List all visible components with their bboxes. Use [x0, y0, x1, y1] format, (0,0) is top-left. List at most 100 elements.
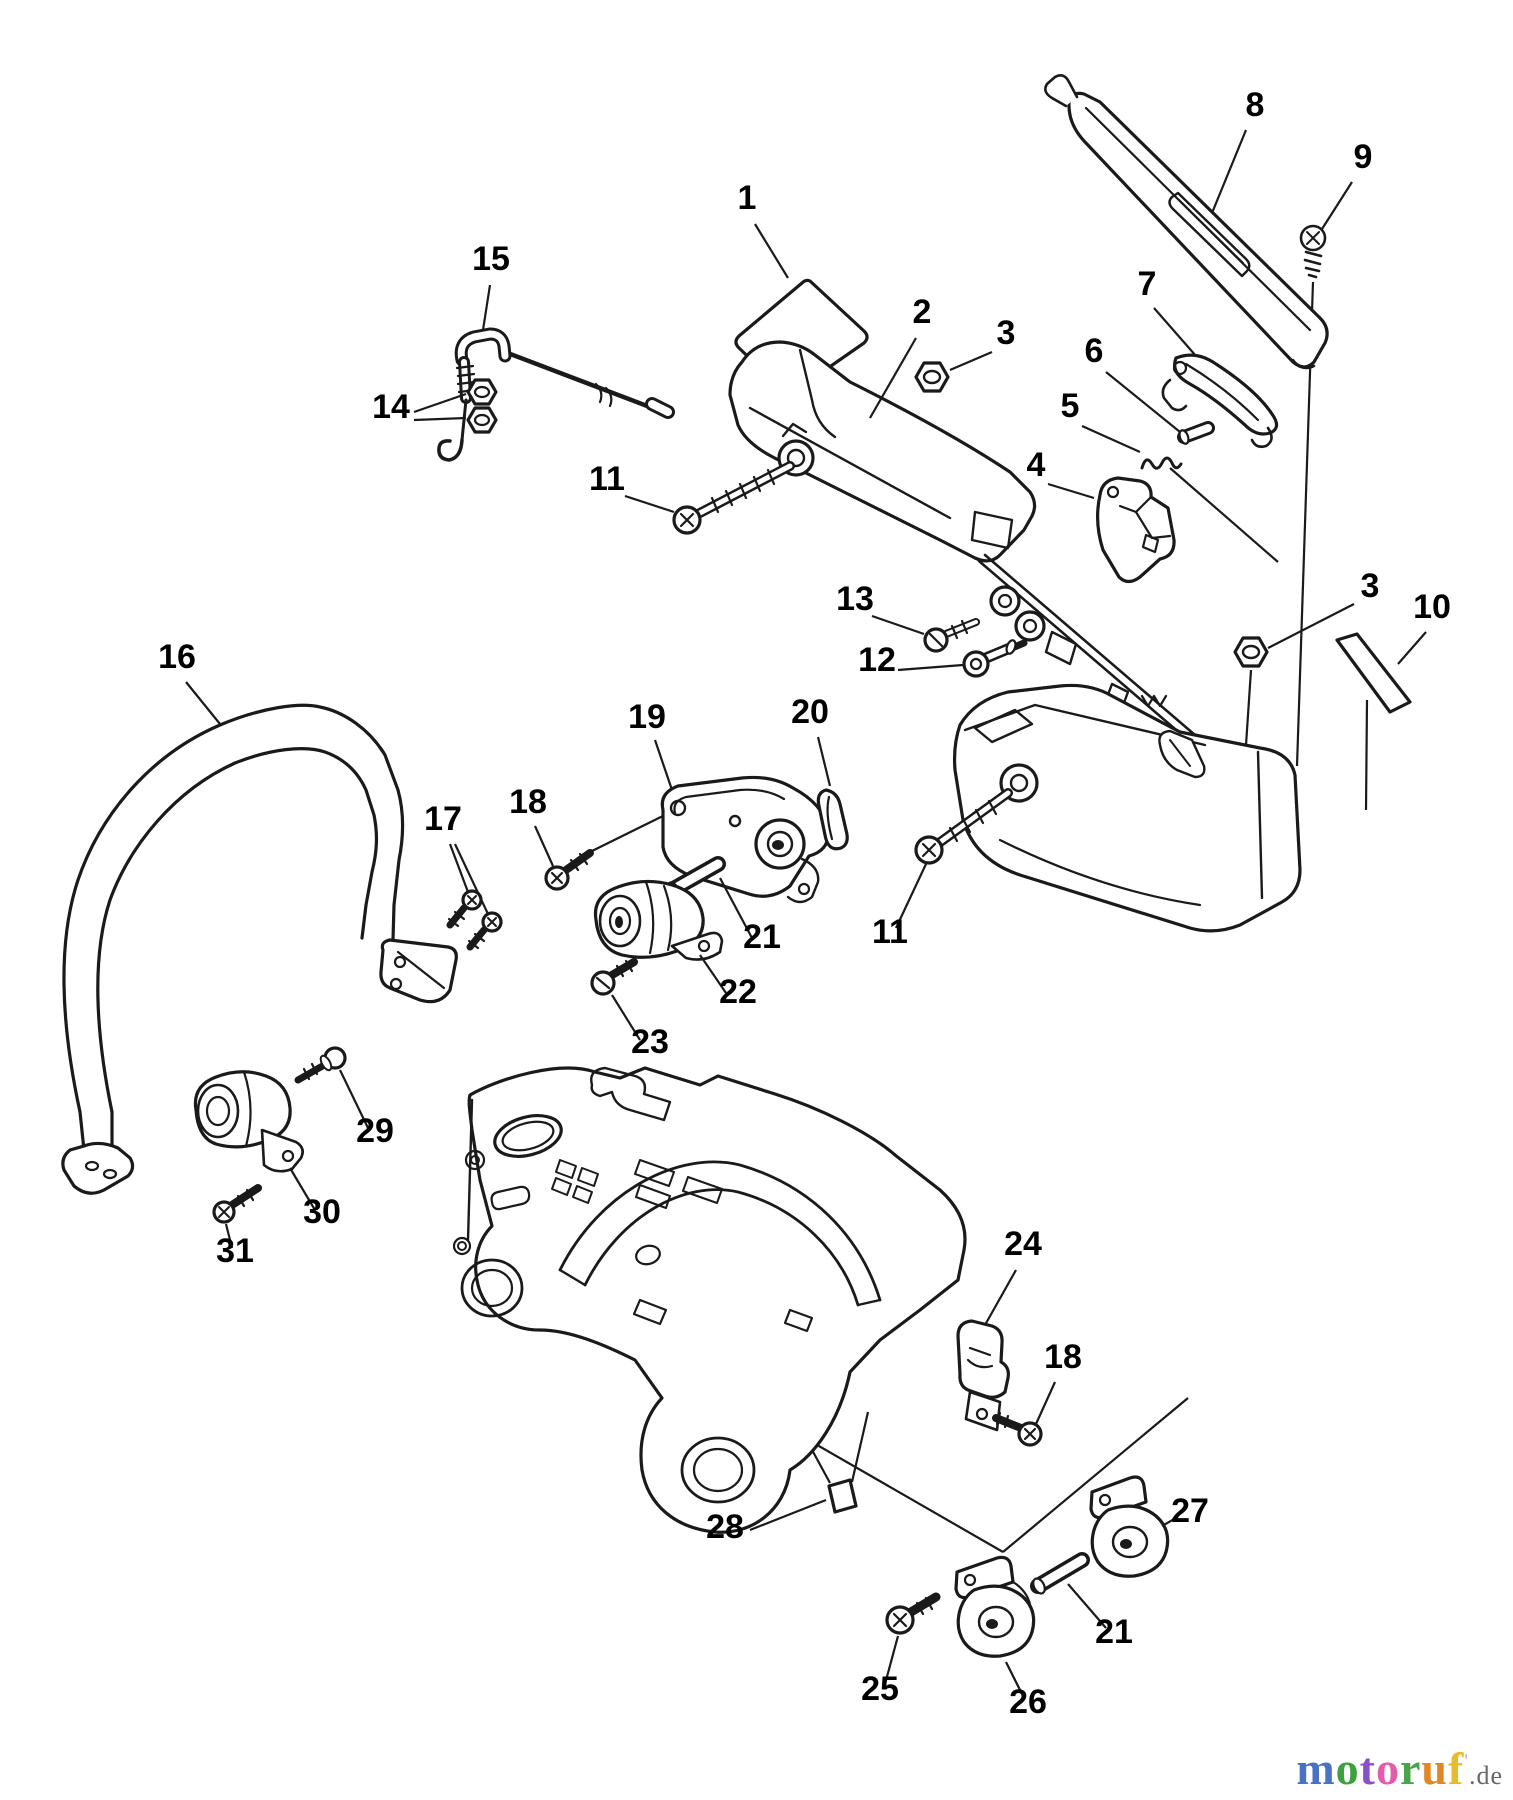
callout-leader-3-14 — [1267, 603, 1355, 649]
callout-leader-20-18 — [816, 736, 832, 787]
callout-leader-23-24 — [611, 994, 641, 1041]
part-5-spring — [1140, 456, 1183, 470]
grip-molding-tab — [1044, 74, 1079, 108]
callout-leader-24-28 — [984, 1269, 1017, 1326]
part-17-screws — [446, 889, 503, 951]
callout-number-18-19: 18 — [509, 783, 547, 821]
callout-number-24-28: 24 — [1004, 1225, 1042, 1263]
callout-leader-31-27 — [224, 1223, 234, 1249]
callout-number-3-2: 3 — [997, 314, 1016, 352]
trigger-linkage-rod — [977, 553, 1197, 743]
strip10-edge-line — [1364, 699, 1369, 811]
callout-number-15-9: 15 — [472, 240, 510, 278]
callout-number-16-16: 16 — [158, 638, 196, 676]
callout-number-29-25: 29 — [356, 1112, 394, 1150]
callout-number-21-33: 21 — [1095, 1613, 1133, 1651]
part-25-screw — [885, 1592, 941, 1635]
callout-number-11-22: 11 — [872, 913, 908, 951]
part-3-nut-lower — [1233, 636, 1269, 668]
part-6-pin — [1177, 421, 1215, 445]
watermark-letter: r — [1400, 1743, 1422, 1794]
part-23-screw — [590, 958, 638, 996]
callout-leader-12-13 — [897, 663, 964, 672]
throttle-rod-line — [1169, 467, 1279, 563]
callout-number-10-15: 10 — [1413, 588, 1451, 626]
callout-number-2-1: 2 — [913, 293, 932, 331]
callout-number-28-30: 28 — [706, 1508, 744, 1546]
callout-leader-6-6 — [1105, 371, 1181, 433]
callout-number-1-0: 1 — [738, 179, 757, 217]
callout-leader-18-29 — [1034, 1381, 1057, 1425]
watermark-logo: motoruf'.de — [1296, 1746, 1503, 1792]
callout-leader-7-5 — [1153, 307, 1197, 357]
part-11-screw-upper — [672, 461, 795, 535]
callout-leader-13-12 — [871, 614, 925, 636]
watermark-letter: o — [1376, 1743, 1400, 1794]
part-14-hex-nuts — [466, 378, 498, 434]
callout-leader-26-32 — [1005, 1661, 1025, 1699]
callout-number-25-31: 25 — [861, 1670, 899, 1708]
part-lower-handle-tank — [952, 683, 1302, 933]
callout-number-3-14: 3 — [1361, 567, 1380, 605]
watermark-letter: t — [1359, 1743, 1376, 1794]
part-12-bolt — [962, 639, 1028, 678]
callout-number-14-10: 14 — [372, 388, 410, 426]
part-8-grip-molding — [1044, 74, 1329, 370]
callout-leader-21-21 — [719, 877, 753, 939]
callout-number-17-20: 17 — [424, 800, 462, 838]
watermark-letter: o — [1335, 1743, 1360, 1794]
callout-number-4-8: 4 — [1027, 446, 1046, 484]
part-18-screw-lower — [992, 1411, 1043, 1447]
callout-number-12-13: 12 — [858, 641, 896, 679]
part-31-screw — [212, 1184, 262, 1224]
callout-leader-14-10 — [413, 416, 467, 422]
callout-number-7-5: 7 — [1138, 265, 1157, 303]
callout-number-26-32: 26 — [1009, 1683, 1047, 1721]
part-21-pin-lower — [1030, 1552, 1090, 1595]
part-7-lockout-lever — [1161, 353, 1279, 449]
part-10-label-strip — [1335, 632, 1412, 714]
part-26-isolator-mount — [954, 1555, 1036, 1658]
callout-number-9-4: 9 — [1354, 138, 1373, 176]
part-22-isolator-mount — [593, 879, 724, 961]
part-28-label-strip — [827, 1478, 858, 1514]
part-13-screw — [923, 618, 980, 653]
handlebar-mount-plate — [379, 938, 458, 1004]
mount-pointer-right — [1002, 1397, 1189, 1553]
callout-number-18-29: 18 — [1044, 1338, 1082, 1376]
callout-leader-3-2 — [949, 350, 993, 372]
callout-leader-22-23 — [699, 954, 727, 994]
part-11-screw-lower — [914, 788, 1013, 865]
callout-number-21-21: 21 — [743, 918, 781, 956]
callout-number-23-24: 23 — [631, 1023, 669, 1061]
part-27-isolator-mount — [1089, 1475, 1170, 1578]
callout-leader-15-9 — [481, 284, 492, 331]
callout-leader-14-10 — [413, 392, 467, 414]
part-15-throttle-cable — [437, 327, 675, 462]
callout-leader-27-34 — [1161, 1517, 1177, 1527]
callout-leader-28-30 — [749, 1498, 827, 1532]
part-crankcase-housing — [452, 1066, 967, 1534]
callout-leader-1-0 — [754, 223, 789, 279]
callout-number-19-17: 19 — [628, 698, 666, 736]
part-24-av-mount-block — [956, 1319, 1010, 1432]
part-3-nut-upper — [914, 361, 950, 393]
callout-number-30-26: 30 — [303, 1193, 341, 1231]
watermark-letter: f — [1448, 1743, 1465, 1794]
part-9-screw — [1299, 224, 1327, 279]
part-18-screw-upper — [544, 849, 594, 891]
watermark-letter: m — [1296, 1743, 1336, 1794]
callout-number-11-11: 11 — [589, 460, 625, 498]
part-20-clip — [816, 788, 849, 851]
callout-leader-30-26 — [289, 1167, 316, 1211]
part-30-isolator-clamp — [193, 1070, 304, 1173]
callout-number-13-12: 13 — [836, 580, 874, 618]
callout-leader-16-16 — [185, 681, 221, 725]
callout-leader-2-1 — [869, 337, 917, 419]
part-29-bolt — [294, 1046, 347, 1084]
grommet-a — [989, 585, 1021, 617]
callout-number-31-27: 31 — [216, 1232, 254, 1270]
